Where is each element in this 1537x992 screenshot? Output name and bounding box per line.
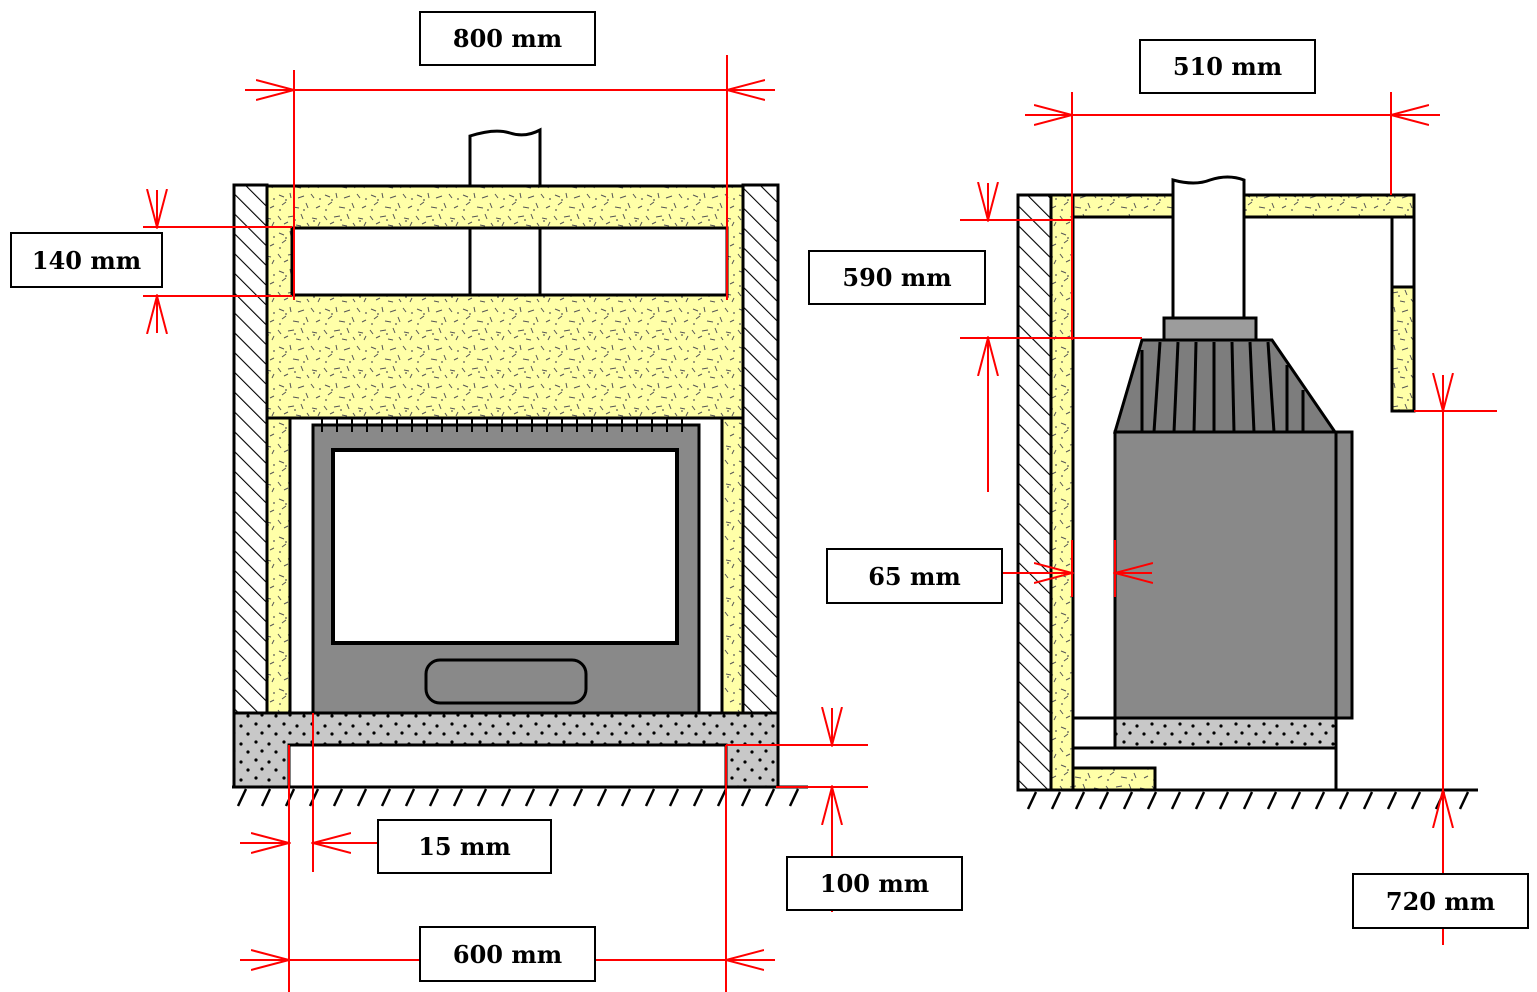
hatch-mark [500,788,512,807]
side-stove-collar [1162,316,1258,342]
hatch-mark [1266,791,1278,810]
side-insulation-foot [1071,766,1157,792]
dim-label-front-base-height: 100 mm [786,856,963,911]
hatch-mark [1362,791,1374,810]
dim-label-front-side-gap: 15 mm [377,819,552,874]
front-flue-inner [468,226,542,297]
hatch-mark [524,788,536,807]
hatch-mark [1290,791,1302,810]
hatch-mark [596,788,608,807]
hatch-mark [692,788,704,807]
hatch-mark [1218,791,1230,810]
hatch-mark [1026,791,1038,810]
hatch-mark [1338,791,1350,810]
side-lintel-upper [1390,215,1416,289]
front-stove-vents [321,418,683,432]
hatch-mark [380,788,392,807]
hatch-mark [1242,791,1254,810]
side-stove-body [1113,430,1338,720]
dim-label-front-frame-height: 140 mm [10,232,163,288]
hatch-mark [716,788,728,807]
front-insulation-right [720,416,745,715]
side-insulation-back [1049,193,1075,792]
hatch-mark [572,788,584,807]
hatch-mark [428,788,440,807]
hatch-mark [1314,791,1326,810]
side-stove-fins [1140,341,1305,433]
front-flue-pipe [468,127,542,186]
hatch-mark [644,788,656,807]
hatch-mark [788,788,800,807]
hatch-mark [1458,791,1470,810]
hatch-mark [548,788,560,807]
dim-label-side-hood-height: 590 mm [808,250,986,305]
hatch-mark [1170,791,1182,810]
dim-label-side-depth: 510 mm [1139,39,1316,94]
side-concrete-plinth [1113,716,1338,750]
hatch-mark [236,788,248,807]
side-insulation-top [1071,193,1175,219]
hatch-mark [356,788,368,807]
hatch-mark [404,788,416,807]
hatch-mark [476,788,488,807]
hatch-mark [260,788,272,807]
hatch-mark [1098,791,1110,810]
hatch-mark [1074,791,1086,810]
side-back-wall [1016,193,1053,792]
side-view [1016,175,1478,810]
hatch-mark [1122,791,1134,810]
dim-label-side-back-gap: 65 mm [826,548,1003,604]
hatch-mark [332,788,344,807]
side-flue-pipe [1171,175,1246,318]
dim-label-side-floor-to-hood: 720 mm [1352,873,1529,929]
hatch-mark [1192,341,1198,433]
hatch-mark [1146,791,1158,810]
front-floor [232,785,808,807]
dim-label-front-width-bottom: 600 mm [419,926,596,982]
hatch-mark [1266,341,1276,433]
hatch-mark [740,788,752,807]
front-insulation-hood [265,184,745,420]
hatch-mark [1194,791,1206,810]
side-insulation-top-right [1242,193,1416,219]
side-floor [1017,788,1478,810]
dim-label-front-width-top: 800 mm [419,11,596,66]
hatch-mark [1152,341,1162,433]
hatch-mark [1410,791,1422,810]
side-base-support [1073,716,1338,790]
hatch-mark [764,788,776,807]
hatch-mark [668,788,680,807]
front-stove-handle [424,658,588,705]
dimension-lines [143,55,1497,992]
hatch-mark [1248,341,1256,433]
hatch-mark [1050,791,1062,810]
side-lintel-lower [1390,285,1416,413]
front-wall-right [741,183,780,715]
side-stove-door-edge [1334,430,1354,720]
front-insulation-left [265,416,292,715]
hatch-mark [620,788,632,807]
front-view [232,127,808,807]
hatch-mark [1230,341,1236,433]
hatch-mark [1386,791,1398,810]
front-wall-left [232,183,269,715]
front-stove-glass [331,448,679,645]
hatch-mark [452,788,464,807]
front-concrete-base [232,711,780,789]
hatch-mark [1172,341,1180,433]
